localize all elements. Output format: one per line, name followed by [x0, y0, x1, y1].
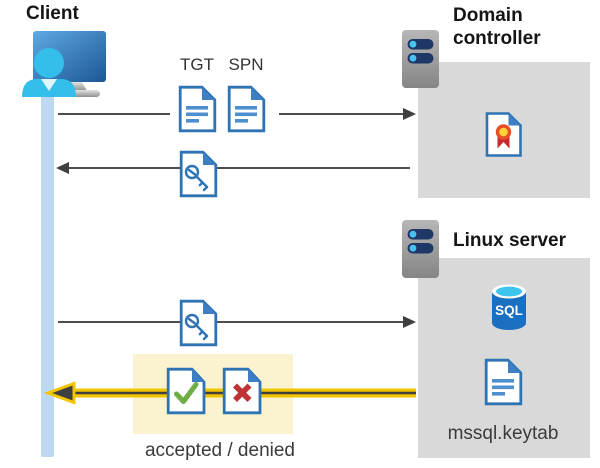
sql-badge-text: SQL — [495, 303, 523, 318]
certificate-document-icon — [485, 112, 522, 157]
client-computer-user-icon — [22, 31, 106, 97]
client-lifeline — [41, 95, 54, 457]
tgt-document-icon — [178, 85, 217, 133]
client-title: Client — [26, 3, 79, 24]
arrow-client-to-dc — [58, 108, 416, 120]
arrow-dc-to-client — [56, 162, 410, 174]
domain-controller-server-icon — [402, 30, 439, 88]
tgt-label: TGT — [180, 55, 214, 74]
sql-database-icon: SQL — [492, 284, 526, 330]
keytab-caption: mssql.keytab — [447, 423, 559, 444]
domain-controller-title: Domain controller — [453, 5, 541, 49]
arrow-client-to-linux — [58, 316, 416, 328]
key-ticket-document-icon-2 — [179, 299, 218, 347]
accepted-check-document-icon — [166, 367, 206, 415]
denied-cross-document-icon — [222, 367, 262, 415]
key-ticket-document-icon — [179, 150, 218, 198]
accepted-denied-caption: accepted / denied — [144, 440, 295, 461]
spn-document-icon — [227, 85, 266, 133]
linux-server-icon — [402, 220, 439, 278]
linux-server-title: Linux server — [453, 230, 566, 251]
keytab-document-icon — [484, 358, 523, 406]
spn-label: SPN — [228, 55, 264, 74]
